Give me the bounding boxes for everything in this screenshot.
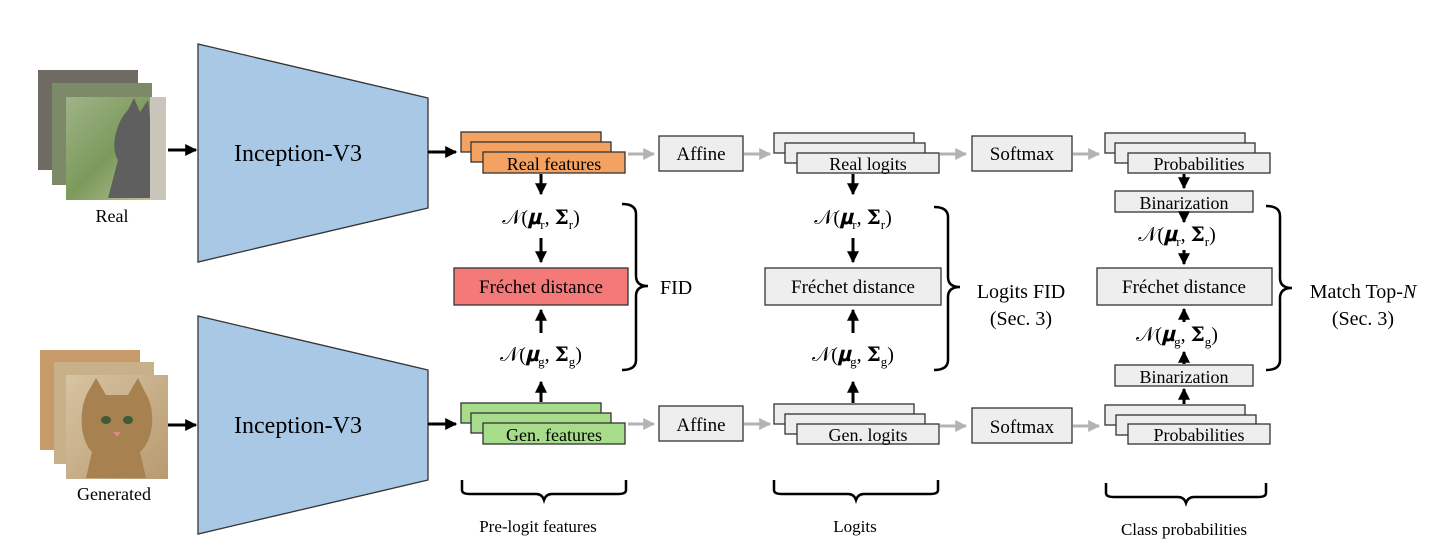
pre-logit-features-label: Pre-logit features xyxy=(479,517,597,536)
match-top-n-reference: (Sec. 3) xyxy=(1332,308,1394,330)
logits-fid-reference: (Sec. 3) xyxy=(990,308,1052,330)
softmax-top-label: Softmax xyxy=(990,144,1055,165)
gaussian-gen-features: 𝒩(𝛍g, 𝚺g) xyxy=(500,344,582,369)
gen-logits-box xyxy=(796,423,940,445)
gen-features-box xyxy=(482,422,626,445)
gen-probabilities-stack: Probabilities xyxy=(1104,404,1271,445)
svg-text:𝒩(𝛍g, 𝚺g): 𝒩(𝛍g, 𝚺g) xyxy=(1136,324,1218,349)
softmax-bottom-box xyxy=(971,407,1073,444)
real-probabilities-box xyxy=(1127,152,1271,174)
affine-bottom-label: Affine xyxy=(676,415,725,436)
real-probabilities-label: Probabilities xyxy=(1154,154,1245,174)
softmax-top-box xyxy=(971,135,1073,172)
real-logits-label: Real logits xyxy=(829,154,907,174)
affine-bottom-box xyxy=(658,405,744,442)
real-cat-silhouette xyxy=(108,98,160,198)
real-probabilities-stack: Probabilities xyxy=(1104,132,1271,174)
generated-input-label: Generated xyxy=(77,484,151,504)
inception-v3-bottom xyxy=(197,315,429,535)
inception-v3-top xyxy=(197,43,429,263)
logits-fid-brace xyxy=(933,205,961,372)
gen-probabilities-label: Probabilities xyxy=(1154,425,1245,445)
frechet-distance-logits-box xyxy=(764,267,942,306)
frechet-distance-logits-label: Fréchet distance xyxy=(791,277,915,298)
logits-fid-metric-label: Logits FID xyxy=(977,281,1065,303)
real-features-box xyxy=(482,151,626,174)
svg-text:𝒩(𝛍g, 𝚺g): 𝒩(𝛍g, 𝚺g) xyxy=(500,344,582,369)
frechet-distance-fid-box xyxy=(453,267,629,306)
gaussian-real-logits: 𝒩(𝛍r, 𝚺r) xyxy=(814,207,892,232)
gaussian-gen-probabilities: 𝒩(𝛍g, 𝚺g) xyxy=(1136,324,1218,349)
gen-logits-label: Gen. logits xyxy=(829,425,908,445)
binarization-top-label: Binarization xyxy=(1140,193,1229,213)
fid-brace xyxy=(621,202,649,372)
gaussian-gen-logits: 𝒩(𝛍g, 𝚺g) xyxy=(812,344,894,369)
real-logits-box xyxy=(796,152,940,174)
logits-brace xyxy=(772,480,940,504)
binarization-bottom-label: Binarization xyxy=(1140,367,1229,387)
match-top-n-brace xyxy=(1265,204,1293,372)
real-features-stack: Real features xyxy=(460,131,626,174)
generated-cat-silhouette xyxy=(81,378,153,478)
gen-probabilities-box xyxy=(1127,423,1271,445)
svg-text:𝒩(𝛍r, 𝚺r): 𝒩(𝛍r, 𝚺r) xyxy=(1138,224,1216,249)
gaussian-real-features: 𝒩(𝛍r, 𝚺r) xyxy=(502,207,580,232)
gen-features-stack: Gen. features xyxy=(460,402,626,445)
match-top-n-metric-label: Match Top-N xyxy=(1310,281,1418,303)
inception-bottom-label: Inception-V3 xyxy=(234,413,362,439)
softmax-bottom-label: Softmax xyxy=(990,417,1055,438)
real-input-label: Real xyxy=(96,206,129,226)
real-logits-stack: Real logits xyxy=(773,132,940,174)
gaussian-real-probabilities: 𝒩(𝛍r, 𝚺r) xyxy=(1138,224,1216,249)
frechet-distance-topn-label: Fréchet distance xyxy=(1122,277,1246,298)
frechet-distance-topn-box xyxy=(1096,267,1273,306)
class-probabilities-label: Class probabilities xyxy=(1121,520,1247,539)
affine-top-label: Affine xyxy=(676,144,725,165)
logits-group-label: Logits xyxy=(833,517,876,536)
svg-text:𝒩(𝛍g, 𝚺g): 𝒩(𝛍g, 𝚺g) xyxy=(812,344,894,369)
fid-metric-label: FID xyxy=(660,277,692,299)
binarization-bottom-box xyxy=(1114,364,1254,387)
real-features-label: Real features xyxy=(507,154,601,174)
generated-image-stack xyxy=(40,350,168,479)
gen-logits-stack: Gen. logits xyxy=(773,403,940,445)
svg-text:𝒩(𝛍r, 𝚺r): 𝒩(𝛍r, 𝚺r) xyxy=(814,207,892,232)
pre-logit-brace xyxy=(460,480,628,504)
affine-top-box xyxy=(658,135,744,172)
real-image-stack xyxy=(38,70,166,200)
class-probabilities-brace xyxy=(1104,483,1268,507)
frechet-distance-fid-label: Fréchet distance xyxy=(479,277,603,298)
gen-features-label: Gen. features xyxy=(506,425,602,445)
inception-top-label: Inception-V3 xyxy=(234,141,362,167)
svg-text:𝒩(𝛍r, 𝚺r): 𝒩(𝛍r, 𝚺r) xyxy=(502,207,580,232)
